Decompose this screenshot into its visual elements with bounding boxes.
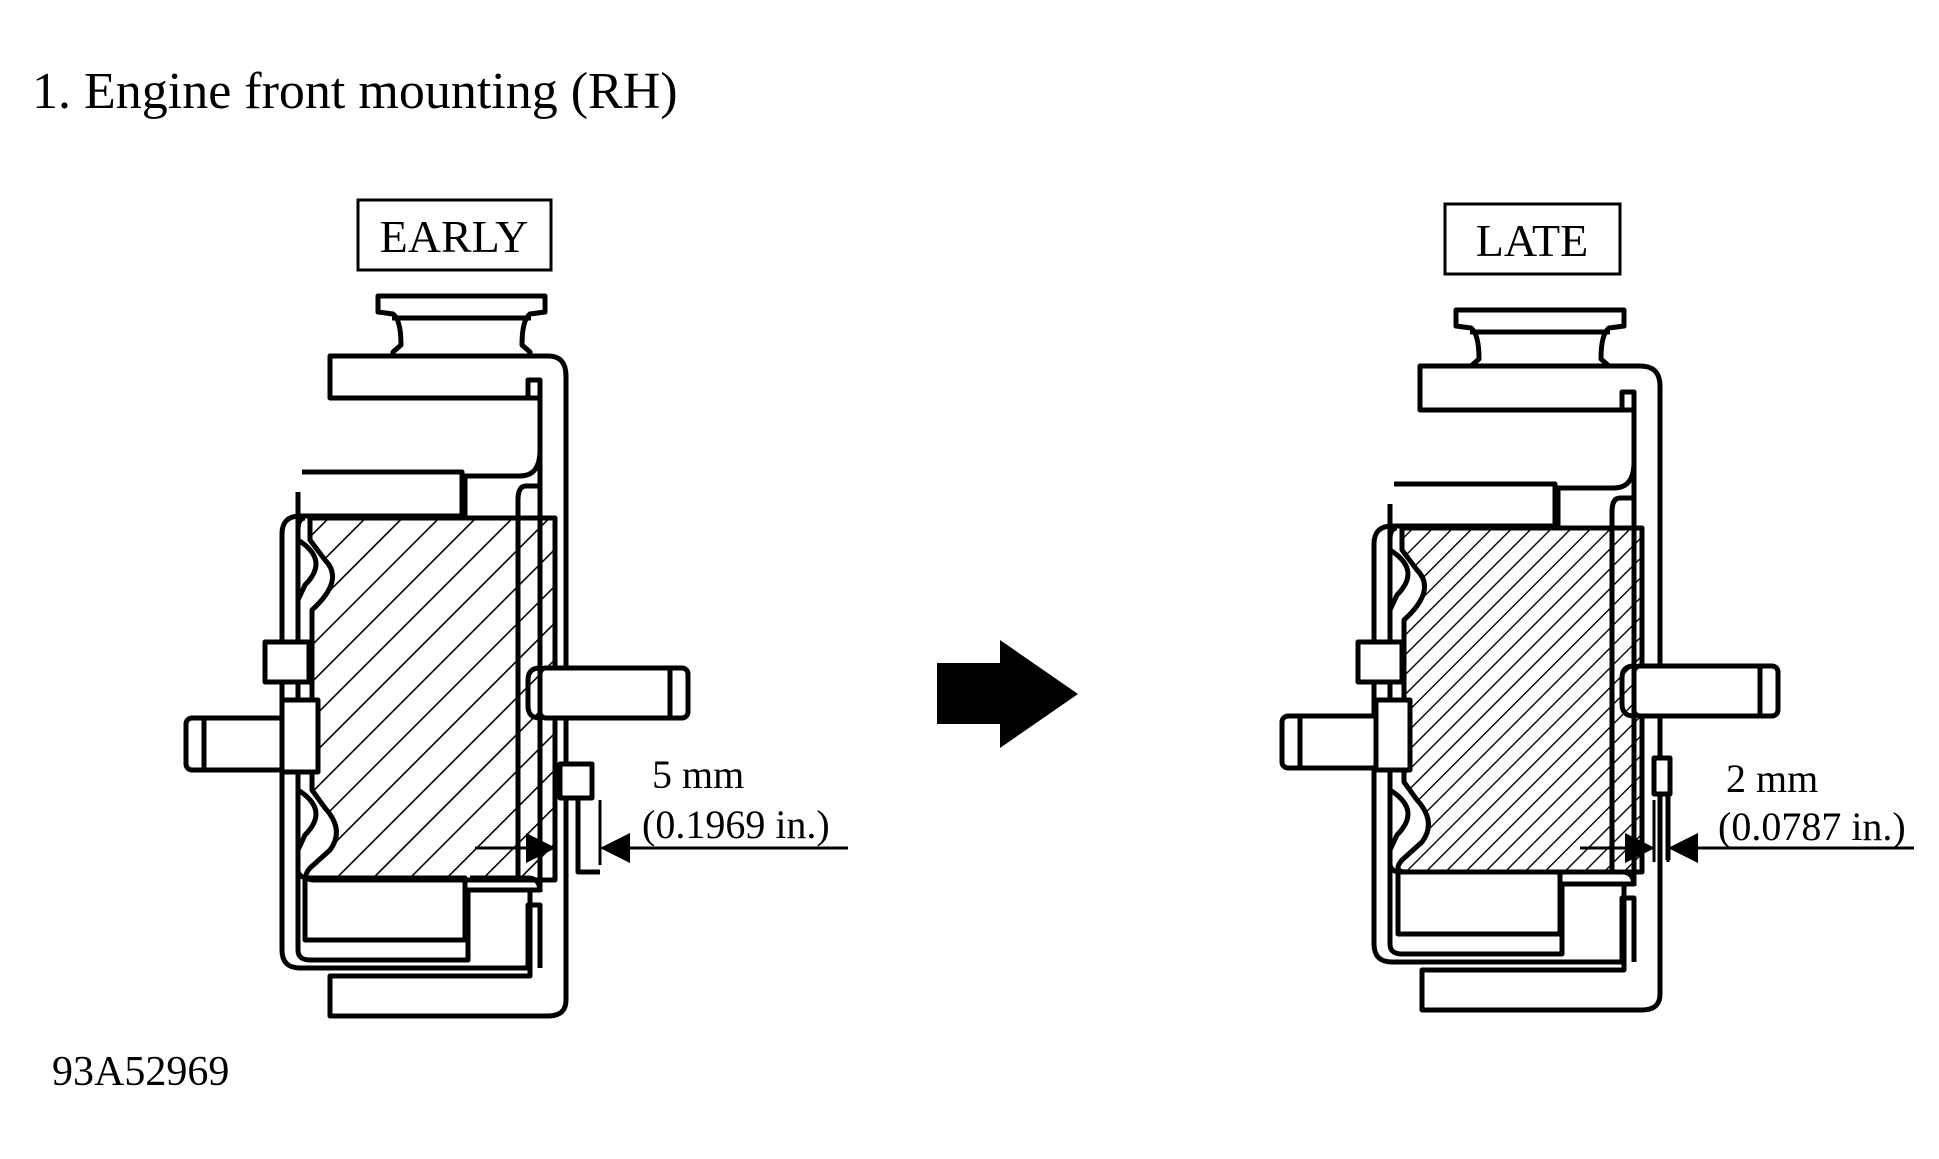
late-dimension — [1580, 800, 1914, 863]
early-label-box — [356, 198, 553, 272]
page-title: 1. Engine front mounting (RH) — [32, 63, 678, 120]
late-gap-in: (0.0787 in.) — [1718, 804, 1906, 849]
early-dimension — [475, 800, 848, 865]
late-mount-drawing — [1279, 307, 1781, 1013]
early-gap-mm: 5 mm — [652, 752, 744, 797]
early-mount-drawing — [183, 293, 691, 1019]
late-label: LATE — [1476, 215, 1588, 266]
early-label: EARLY — [380, 211, 529, 262]
figure-code: 93A52969 — [52, 1049, 230, 1095]
late-mount: LATE — [1279, 202, 1914, 1013]
early-mount: EARLY — [183, 198, 848, 1019]
arrow-right-icon — [937, 640, 1078, 748]
late-gap-mm: 2 mm — [1726, 756, 1818, 801]
late-label-box — [1443, 202, 1622, 276]
early-gap-in: (0.1969 in.) — [642, 802, 830, 847]
